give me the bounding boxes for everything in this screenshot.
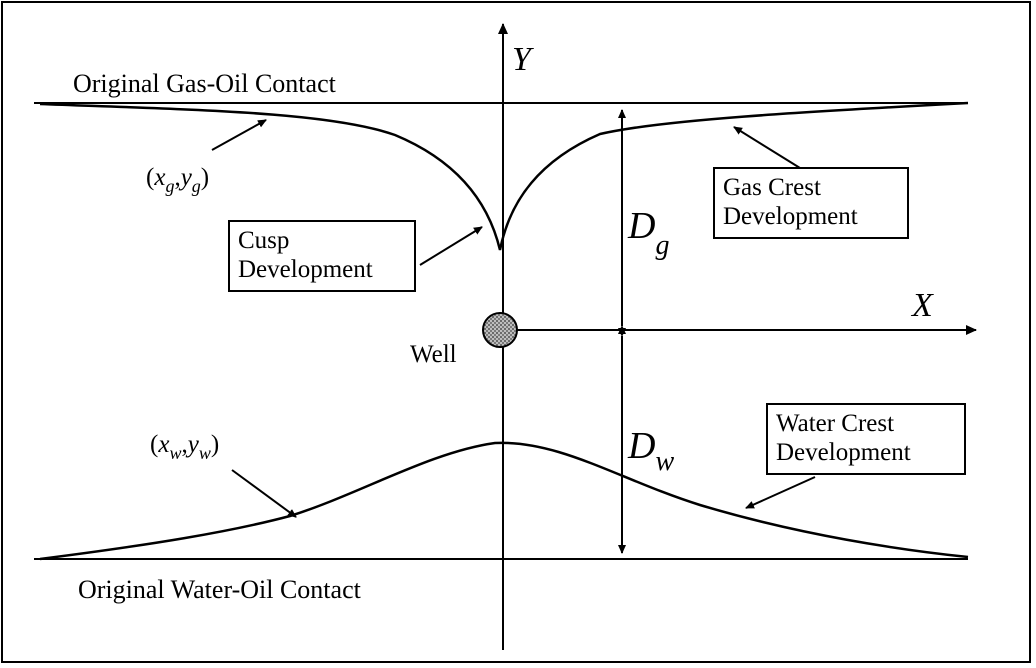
gas-crest-curve [39, 101, 969, 251]
water-crest-box-line2: Development [776, 439, 911, 466]
y-axis-label: Y [512, 41, 534, 78]
gas-oil-contact-label: Original Gas-Oil Contact [73, 69, 337, 98]
gas-distance-label: Dg [627, 205, 669, 261]
water-point-pointer [231, 469, 297, 518]
gas-crest-pointer [733, 126, 801, 169]
cusp-box-line2: Development [238, 256, 373, 283]
x-axis-label: X [910, 287, 934, 324]
cusp-box-line1: Cusp [238, 227, 290, 254]
water-point-label: (xw,yw) [150, 431, 219, 463]
gas-crest-box-line1: Gas Crest [723, 174, 821, 201]
water-crest-pointer [745, 476, 816, 509]
water-crest-box-line1: Water Crest [776, 410, 895, 437]
gas-point-label: (xg,yg) [146, 164, 209, 196]
water-crest-curve [39, 441, 969, 561]
cusp-pointer [419, 226, 483, 266]
well-label: Well [410, 341, 457, 368]
well-marker [482, 312, 518, 348]
gas-crest-box-line2: Development [723, 203, 858, 230]
cusp-development-box: Cusp Development [228, 220, 416, 292]
gas-point-pointer [211, 119, 267, 151]
water-crest-development-box: Water Crest Development [766, 403, 966, 475]
water-oil-contact-label: Original Water-Oil Contact [78, 575, 362, 604]
gas-crest-development-box: Gas Crest Development [713, 167, 909, 239]
water-distance-label: Dw [627, 425, 674, 477]
